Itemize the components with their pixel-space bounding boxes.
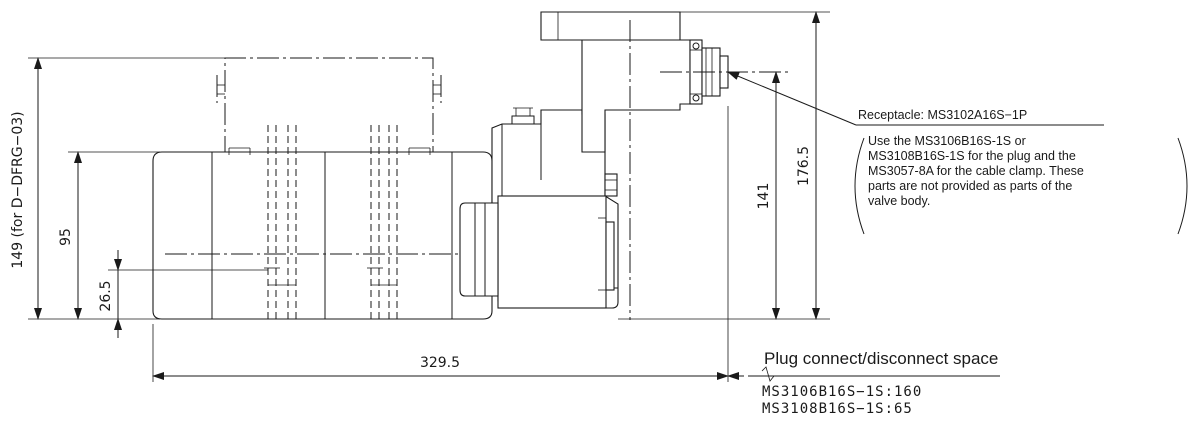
phantom-stack-outline bbox=[216, 57, 442, 158]
note-block: Use the MS3106B16S-1S or MS3108B16S-1S f… bbox=[868, 134, 1084, 208]
extension-lines bbox=[28, 11, 830, 382]
receptacle-leader bbox=[727, 71, 1104, 126]
note-line: valve body. bbox=[868, 194, 930, 208]
note-line: MS3057-8A for the cable clamp. These bbox=[868, 164, 1084, 178]
note-bracket bbox=[854, 137, 1188, 235]
note-line: MS3108B16S-1S for the plug and the bbox=[868, 149, 1076, 163]
dim-height-top: 176.5 bbox=[796, 146, 812, 186]
dim-height-total: 149 (for D−DFRG−03) bbox=[10, 111, 26, 268]
dim-width: 329.5 bbox=[420, 355, 460, 371]
solenoid-housing bbox=[459, 107, 619, 309]
dim-height-body: 95 bbox=[58, 228, 74, 246]
note-line: parts are not provided as parts of the bbox=[868, 179, 1072, 193]
receptacle-label: Receptacle: MS3102A16S−1P bbox=[858, 108, 1027, 122]
dimension-lines bbox=[34, 11, 1000, 380]
plug-space-title: Plug connect/disconnect space bbox=[764, 349, 998, 368]
note-line: Use the MS3106B16S-1S or bbox=[868, 134, 1026, 148]
plug-space-item: MS3106B16S−1S:160 bbox=[762, 384, 922, 400]
dim-height-axis: 26.5 bbox=[98, 280, 114, 311]
plug-space-item: MS3108B16S−1S:65 bbox=[762, 401, 913, 417]
dim-height-receptacle: 141 bbox=[756, 183, 772, 210]
break-mark bbox=[761, 366, 775, 382]
junction-box bbox=[540, 11, 790, 320]
